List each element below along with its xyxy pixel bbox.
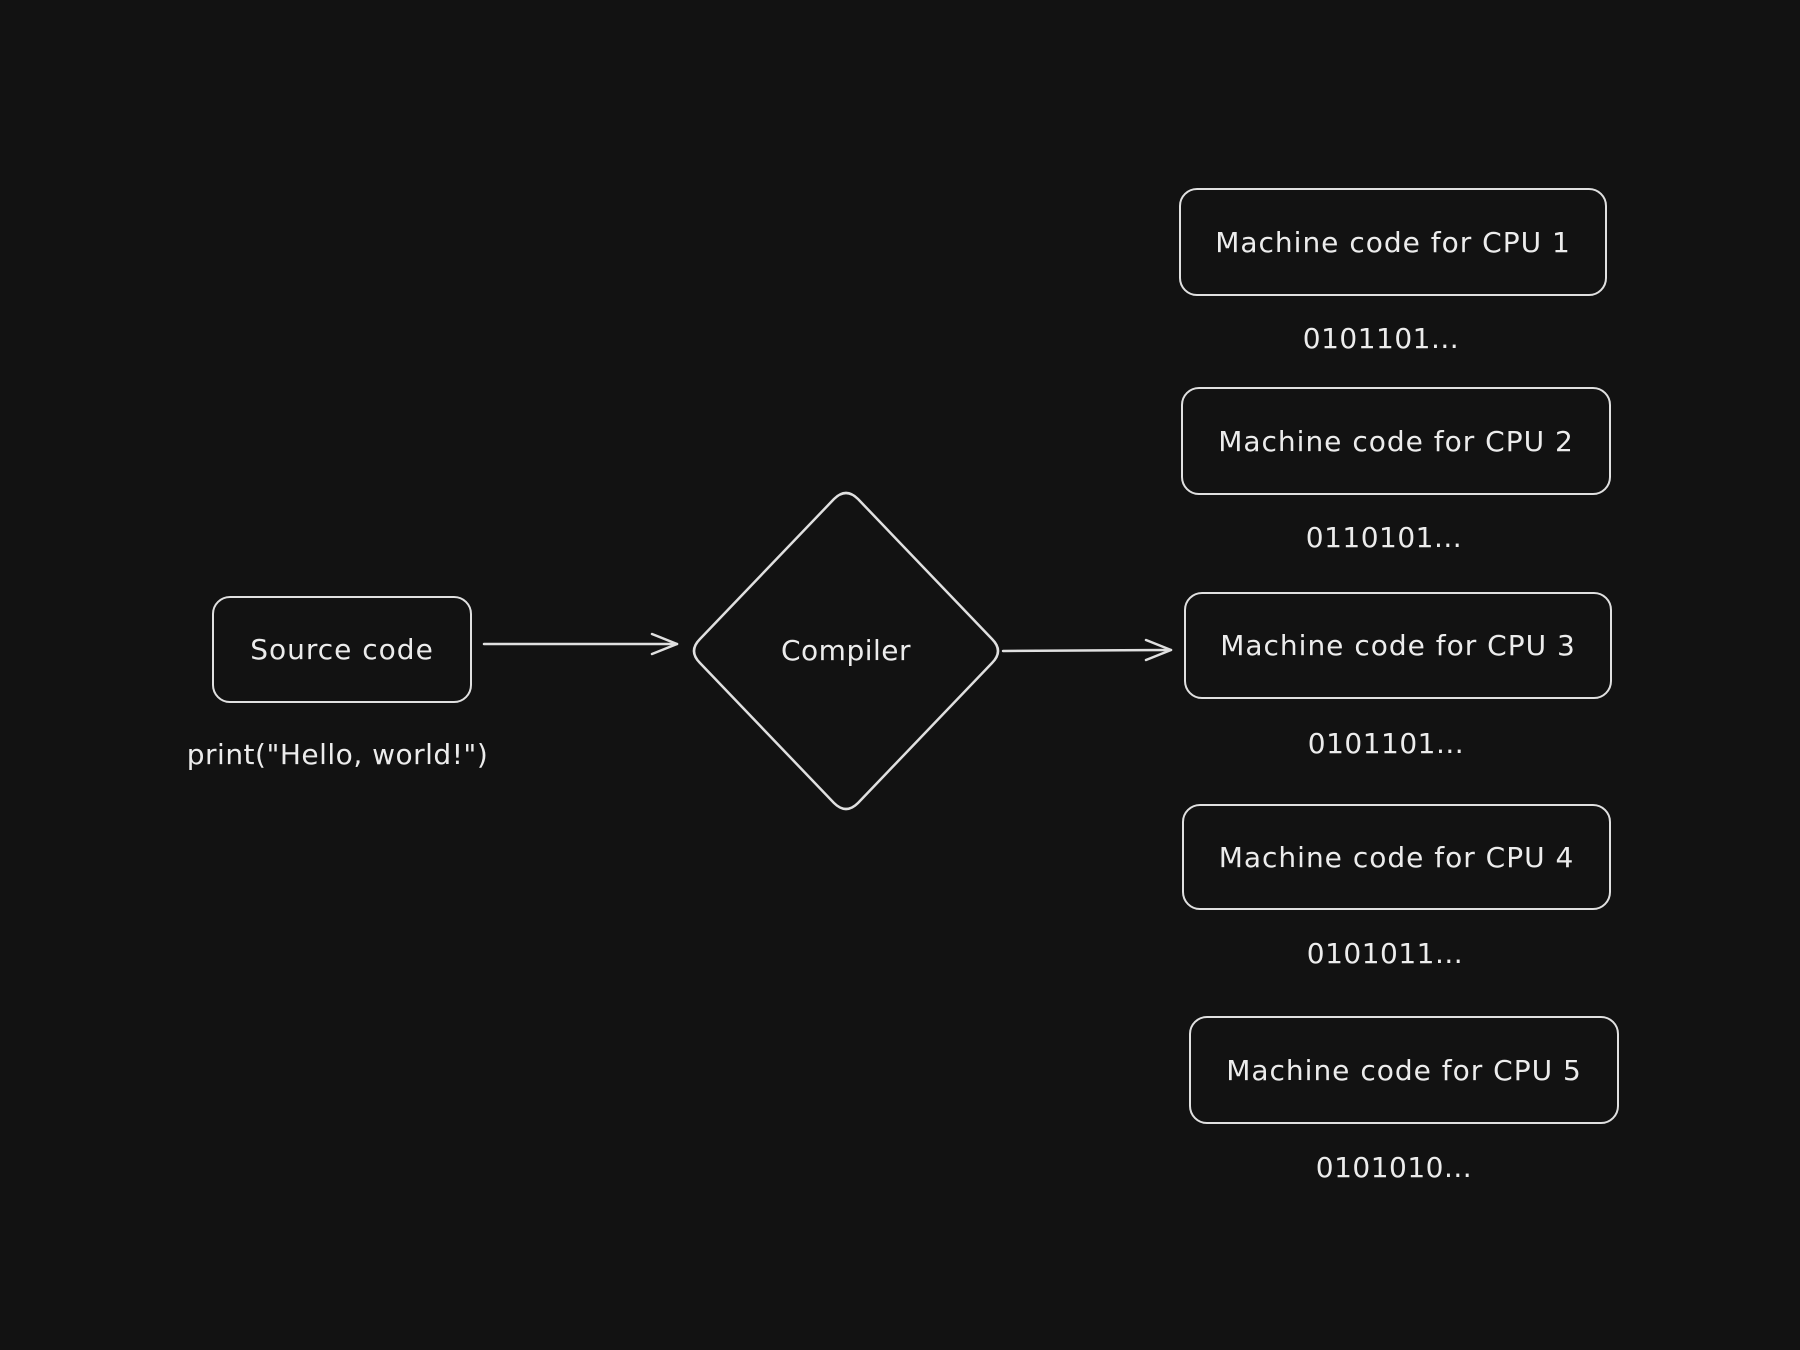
output-label: Machine code for CPU 1 [1215,225,1571,259]
source-code-box[interactable]: Source code [212,596,472,703]
output-binary: 0101010... [1315,1151,1473,1184]
output-label: Machine code for CPU 5 [1226,1053,1582,1087]
output-box-cpu-2[interactable]: Machine code for CPU 2 [1181,387,1611,495]
output-box-cpu-3[interactable]: Machine code for CPU 3 [1184,592,1612,699]
arrow-compiler-to-outputs [1001,638,1173,662]
compiler-diamond [692,491,1000,811]
source-code-label: Source code [250,633,434,666]
output-label: Machine code for CPU 2 [1218,424,1574,458]
output-binary: 0101101... [1302,322,1460,355]
output-box-cpu-5[interactable]: Machine code for CPU 5 [1189,1016,1619,1124]
output-box-cpu-4[interactable]: Machine code for CPU 4 [1182,804,1611,910]
output-binary: 0101011... [1306,937,1464,970]
output-label: Machine code for CPU 3 [1220,629,1576,662]
source-code-example: print("Hello, world!") [186,738,489,771]
output-box-cpu-1[interactable]: Machine code for CPU 1 [1179,188,1607,296]
output-label: Machine code for CPU 4 [1218,840,1575,874]
output-binary: 0110101... [1305,521,1463,554]
compiler-label: Compiler [780,634,912,667]
arrow-source-to-compiler [482,632,679,656]
output-binary: 0101101... [1307,727,1465,760]
